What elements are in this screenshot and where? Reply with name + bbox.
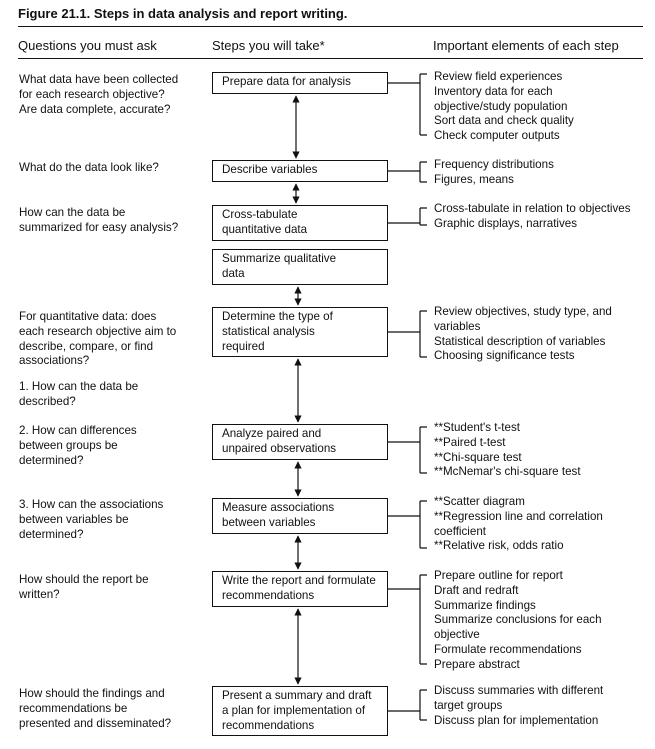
bracket-report xyxy=(388,574,427,665)
elements-measure: **Scatter diagram**Regression line and c… xyxy=(434,495,603,553)
step-prepare-box: Prepare data for analysis xyxy=(212,72,388,94)
question-look: What do the data look like? xyxy=(19,161,159,174)
bracket-crosstab xyxy=(388,207,427,226)
questions-column-header: Questions you must ask xyxy=(18,38,157,53)
bracket-describe xyxy=(388,161,427,183)
elements-analyze: **Student's t-test**Paired t-test**Chi-s… xyxy=(434,421,581,479)
bracket-present xyxy=(388,689,427,721)
title-rule xyxy=(18,26,643,27)
bracket-statistical xyxy=(388,310,427,358)
bracket-measure xyxy=(388,500,427,549)
bracket-prepare xyxy=(388,73,427,136)
steps-column-header: Steps you will take* xyxy=(212,38,325,53)
figure-title: Figure 21.1. Steps in data analysis and … xyxy=(18,6,348,21)
header-rule xyxy=(18,58,643,59)
elements-crosstab: Cross-tabulate in relation to objectives… xyxy=(434,202,631,230)
step-describe-box: Describe variables xyxy=(212,160,388,182)
bracket-analyze xyxy=(388,426,427,474)
elements-column-header: Important elements of each step xyxy=(433,38,619,53)
